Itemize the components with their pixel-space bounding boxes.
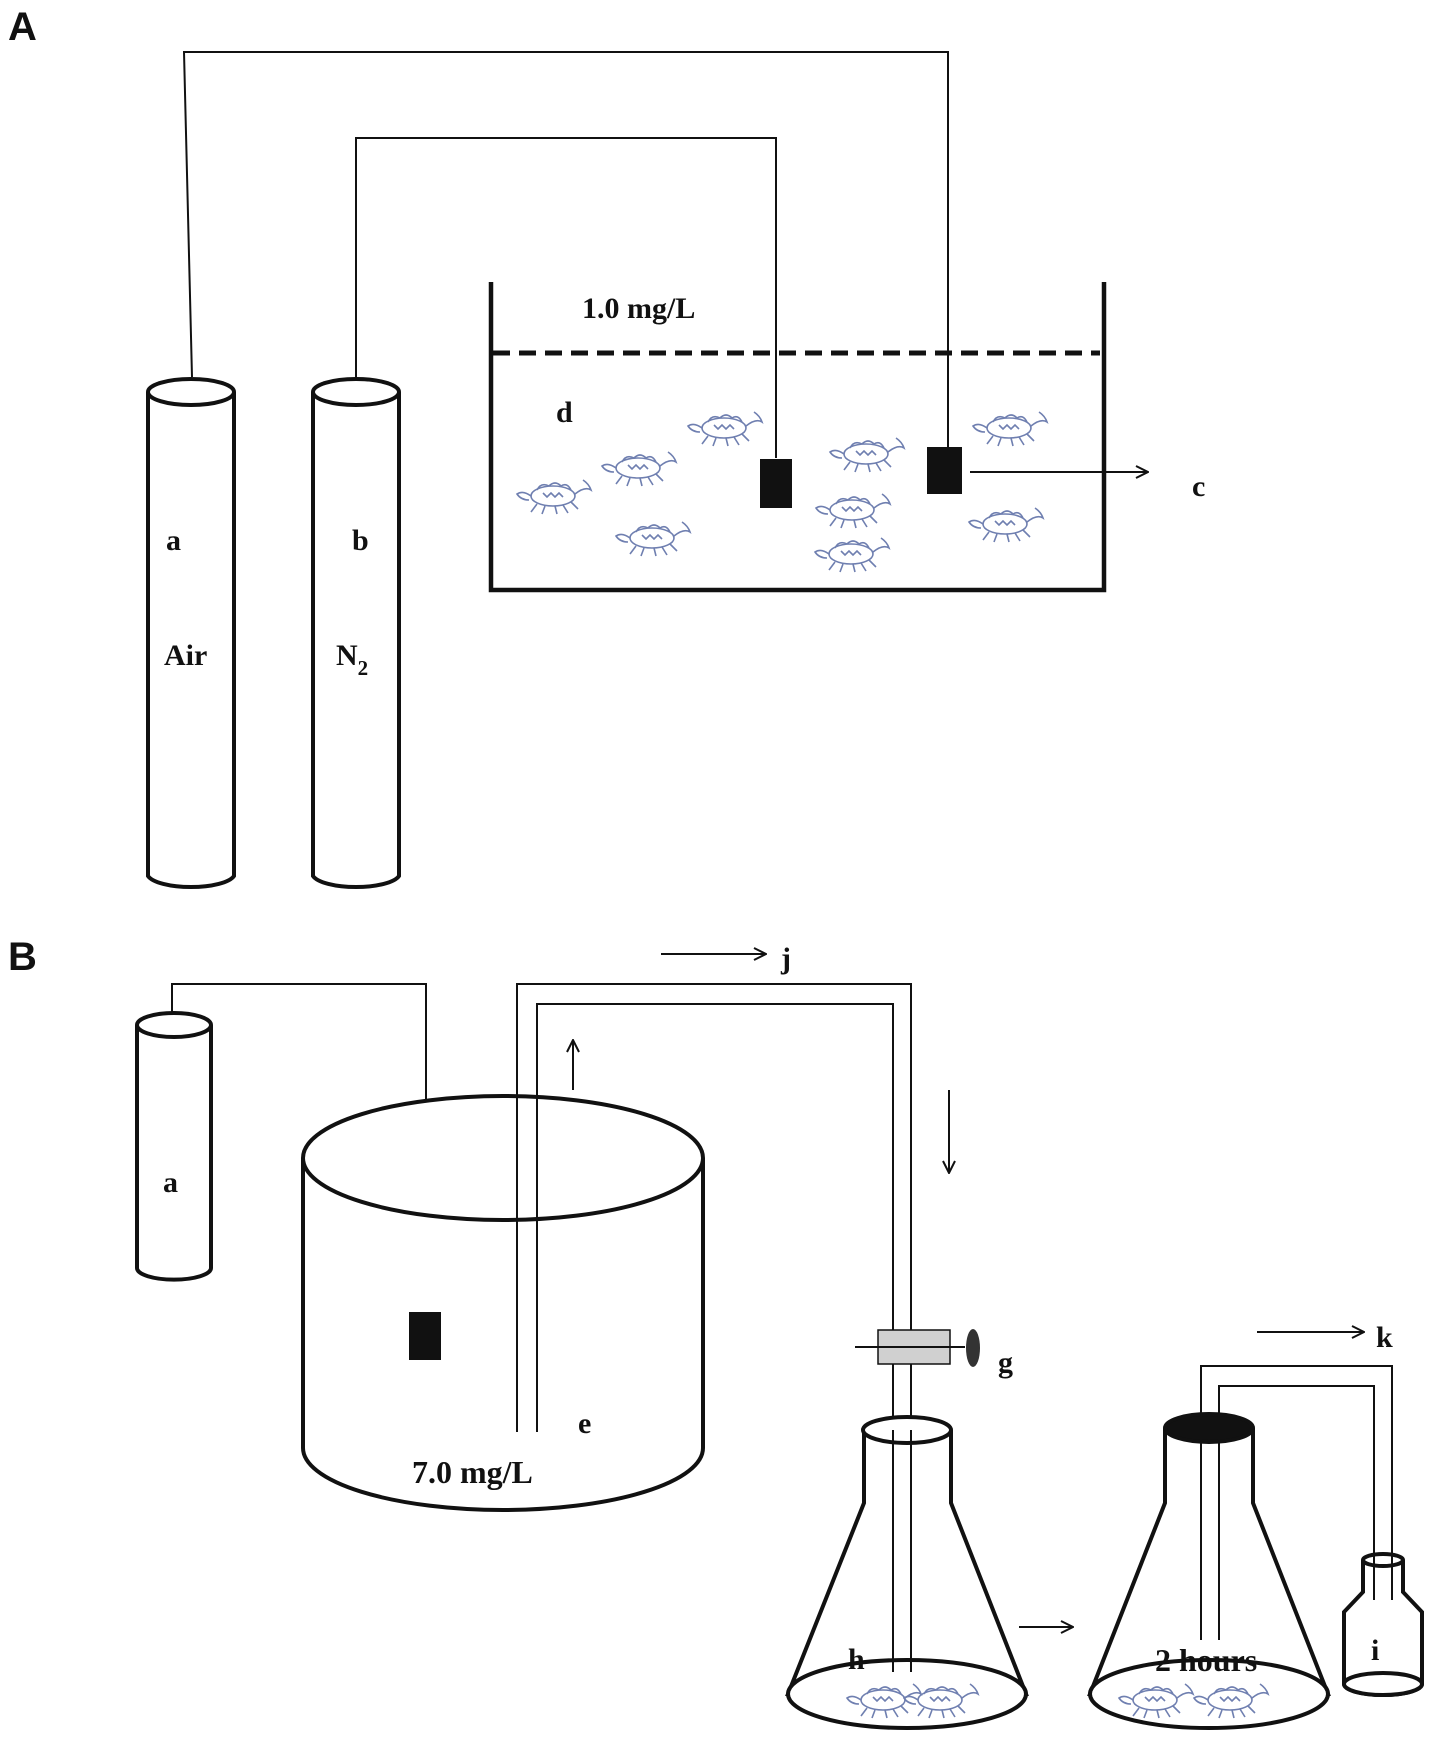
probe-label: c	[1192, 470, 1205, 503]
nitrogen-line-a	[355, 137, 777, 458]
nitrogen-cylinder	[311, 377, 401, 890]
cylinder-b-panel-label: a	[163, 1166, 178, 1199]
flow-valve	[855, 1329, 980, 1367]
tank-a-label: d	[556, 396, 573, 429]
oxygenated-tank	[301, 1094, 705, 1512]
crab	[516, 479, 592, 515]
collection-bottle	[1342, 1552, 1424, 1697]
duration-label: 2 hours	[1155, 1642, 1257, 1678]
flask-h	[785, 1415, 1029, 1730]
flow-j-label: j	[780, 942, 791, 975]
oxygen-probe	[927, 447, 962, 494]
tank-a-concentration: 1.0 mg/L	[582, 292, 695, 325]
panel-a-label: A	[8, 5, 37, 49]
air-cylinder	[146, 377, 236, 890]
crab	[815, 493, 891, 529]
crab	[814, 537, 890, 573]
crab	[687, 411, 763, 447]
flow-k-label: k	[1376, 1321, 1393, 1354]
crab	[615, 521, 691, 557]
outlet-tube-outer	[1200, 1365, 1393, 1640]
crab	[829, 437, 905, 473]
cylinder-a-label: a	[166, 524, 181, 557]
flask-h-label: h	[848, 1643, 865, 1676]
crab	[968, 507, 1044, 543]
cylinder-b-gas-label: N2	[336, 639, 368, 680]
air-stone-b	[409, 1312, 441, 1360]
flask-sealed	[1087, 1412, 1331, 1730]
siphon-tube-outer	[516, 983, 912, 1672]
valve-label: g	[998, 1346, 1013, 1379]
air-line-a	[182, 51, 949, 447]
cylinder-a-gas-label: Air	[164, 639, 207, 672]
tank-b-label: e	[578, 1407, 591, 1440]
outlet-tube-inner	[1218, 1385, 1375, 1640]
panel-b-label: B	[8, 935, 37, 979]
air-cylinder-b	[135, 1011, 213, 1282]
crab	[601, 451, 677, 487]
cylinder-b-label: b	[352, 524, 369, 557]
bottle-label: i	[1371, 1634, 1379, 1667]
hypoxia-tank	[488, 282, 1107, 593]
gas-diffuser-a	[760, 459, 792, 508]
tank-b-concentration: 7.0 mg/L	[412, 1454, 533, 1490]
crab	[972, 411, 1048, 447]
